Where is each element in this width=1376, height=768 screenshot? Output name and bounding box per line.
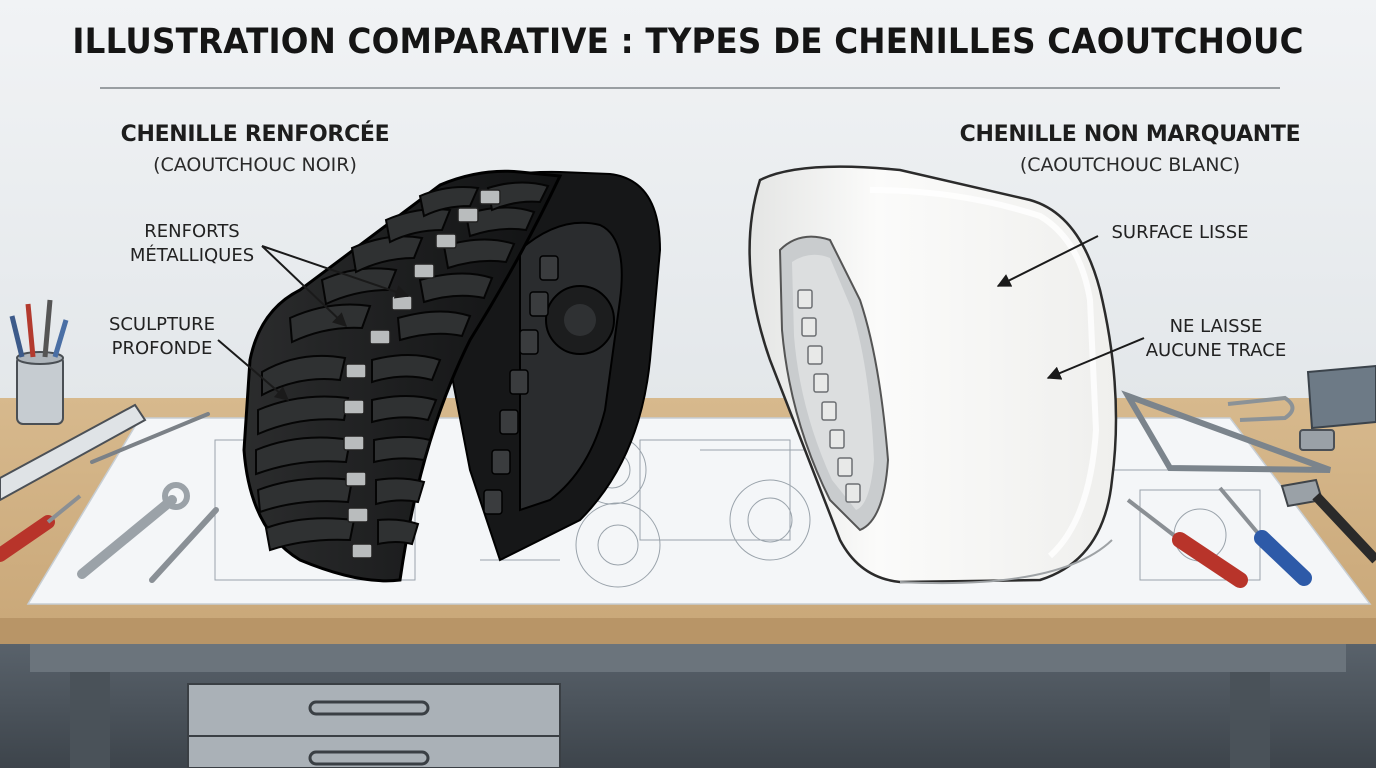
screwdriver-red-icon (0, 494, 82, 562)
page-title: ILLUSTRATION COMPARATIVE : TYPES DE CHEN… (72, 22, 1304, 62)
inner-guide-teeth (797, 289, 861, 503)
pencil-cup (9, 299, 69, 425)
arrow-reinforcement-a (261, 245, 410, 299)
screwdriver-red-right-icon (1126, 498, 1248, 588)
desk-frame (30, 644, 1346, 672)
arrow-reinforcement-b (261, 245, 348, 327)
white-non-marking-track (748, 165, 1118, 585)
callout-tread-line2: PROFONDE (111, 338, 213, 359)
arrow-surface (996, 235, 1099, 287)
callout-trace-label: NE LAISSE AUCUNE TRACE (1116, 315, 1316, 363)
arrow-tread (217, 339, 290, 401)
pen-icon (90, 412, 210, 464)
drawer-cabinet (187, 683, 561, 768)
callout-tread-label: SCULPTURE PROFONDE (62, 313, 262, 361)
left-track-subheading: (CAOUTCHOUC NOIR) (153, 154, 357, 176)
callout-arrows (217, 235, 1145, 401)
hammer-icon (1280, 478, 1376, 564)
wall-background (0, 0, 1376, 400)
callout-reinforcement-line2: MÉTALLIQUES (129, 245, 255, 266)
right-track-subheading: (CAOUTCHOUC BLANC) (1019, 154, 1241, 176)
ruler-icon (0, 403, 147, 502)
pencil-icon (149, 507, 219, 583)
left-track-heading: CHENILLE RENFORCÉE (120, 122, 390, 147)
screwdriver-blue-icon (1218, 486, 1312, 586)
black-reinforced-track (242, 169, 662, 583)
callout-surface-label: SURFACE LISSE (1111, 222, 1249, 243)
callout-trace-line2: AUCUNE TRACE (1145, 340, 1287, 361)
desk-edge (0, 618, 1376, 644)
clamp-icon (1299, 429, 1335, 451)
wrench-icon (77, 482, 190, 579)
callout-reinforcement-label: RENFORTS MÉTALLIQUES (92, 220, 292, 268)
callout-reinforcement-line1: RENFORTS (144, 221, 240, 242)
right-track-heading: CHENILLE NON MARQUANTE (959, 122, 1301, 147)
callout-tread-line1: SCULPTURE (108, 314, 216, 335)
tool-box-icon (1306, 364, 1376, 430)
set-square-icon (1121, 390, 1332, 473)
callout-trace-line1: NE LAISSE (1169, 316, 1263, 337)
caliper-icon (1227, 395, 1295, 422)
drawer-handle-top (308, 700, 430, 716)
metal-reinforcement-plates (343, 189, 501, 559)
blueprint-sheet (26, 417, 1372, 605)
drawer-handle-bottom (308, 750, 430, 766)
arrow-trace (1046, 337, 1145, 380)
